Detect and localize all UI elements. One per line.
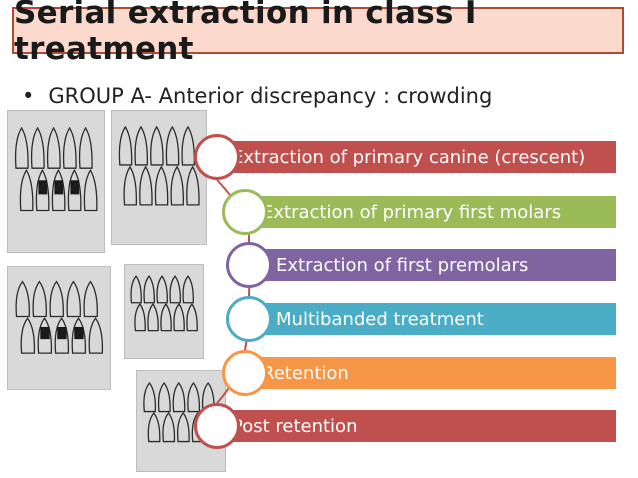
tooth-outline [139,165,153,206]
tooth-outline [182,275,194,304]
tooth-outline [157,381,171,413]
tooth-outline [32,280,47,318]
slide-title: Serial extraction in class I treatment [14,0,477,67]
tooth-outline [134,125,148,166]
tooth-outline [134,303,146,332]
tooth-outline [118,125,133,166]
tooth-outline [66,280,81,318]
tooth-outline [150,125,164,166]
step-node-3 [226,242,272,288]
marked-tooth [40,326,50,340]
step-bar-3: Extraction of first premolars [258,249,616,281]
step-node-1 [194,134,240,180]
dental-sketch-1 [7,110,105,253]
step-bar-4: Multibanded treatment [258,303,616,335]
tooth-outline [51,168,66,212]
marked-tooth [54,180,64,195]
marked-tooth [38,180,48,195]
tooth-outline [130,275,142,304]
step-label-2: Extraction of primary first molars [262,201,562,223]
tooth-outline [71,317,87,354]
teeth-drawing [15,280,104,354]
step-node-2 [222,189,268,235]
tooth-outline [49,280,64,318]
tooth-outline [176,411,190,443]
tooth-outline [147,411,161,443]
tooth-outline [14,126,29,169]
bullet-text: GROUP A- Anterior discrepancy : crowding [48,84,493,108]
step-label-6: Post retention [232,415,358,437]
step-node-4 [226,296,272,342]
tooth-outline [37,317,53,354]
step-node-6 [194,403,240,449]
step-bar-5: Retention [244,357,616,389]
tooth-outline [35,168,50,212]
tooth-outline [165,125,180,166]
slide-title-box: Serial extraction in class I treatment [12,0,624,67]
step-label-1: Extraction of primary canine (crescent) [232,146,586,168]
tooth-outline [123,165,138,206]
tooth-outline [62,126,77,169]
bullet-item: • GROUP A- Anterior discrepancy : crowdin… [22,84,492,108]
tooth-outline [46,126,61,169]
tooth-outline [154,165,169,206]
step-label-4: Multibanded treatment [276,308,484,330]
tooth-outline [156,275,168,304]
step-bar-2: Extraction of primary first molars [244,196,616,228]
tooth-outline [143,275,155,304]
tooth-outline [172,381,186,413]
tooth-outline [162,411,176,443]
teeth-drawing [130,275,198,332]
tooth-outline [67,168,82,212]
tooth-outline [186,165,200,206]
tooth-outline [83,280,98,318]
tooth-outline [83,168,98,212]
tooth-outline [186,303,198,332]
tooth-outline [30,126,45,169]
tooth-outline [147,303,159,332]
tooth-outline [143,381,157,413]
tooth-outline [187,381,201,413]
tooth-outline [78,126,93,169]
step-node-5 [222,350,268,396]
dental-sketch-2 [111,110,207,245]
tooth-outline [54,317,70,354]
marked-tooth [74,326,84,340]
step-bar-1: Extraction of primary canine (crescent) [216,141,616,173]
tooth-outline [88,317,104,354]
marked-tooth [57,326,67,340]
dental-sketch-4 [124,264,204,359]
tooth-outline [169,275,181,304]
tooth-outline [170,165,185,206]
step-label-3: Extraction of first premolars [276,254,529,276]
step-label-5: Retention [262,362,349,384]
teeth-drawing [14,126,98,212]
tooth-outline [20,317,36,354]
dental-sketch-3 [7,266,111,390]
bullet-marker: • [22,84,35,108]
tooth-outline [173,303,185,332]
step-bar-6: Post retention [216,410,616,442]
tooth-outline [19,168,34,212]
tooth-outline [160,303,172,332]
tooth-outline [15,280,30,318]
marked-tooth [70,180,80,195]
